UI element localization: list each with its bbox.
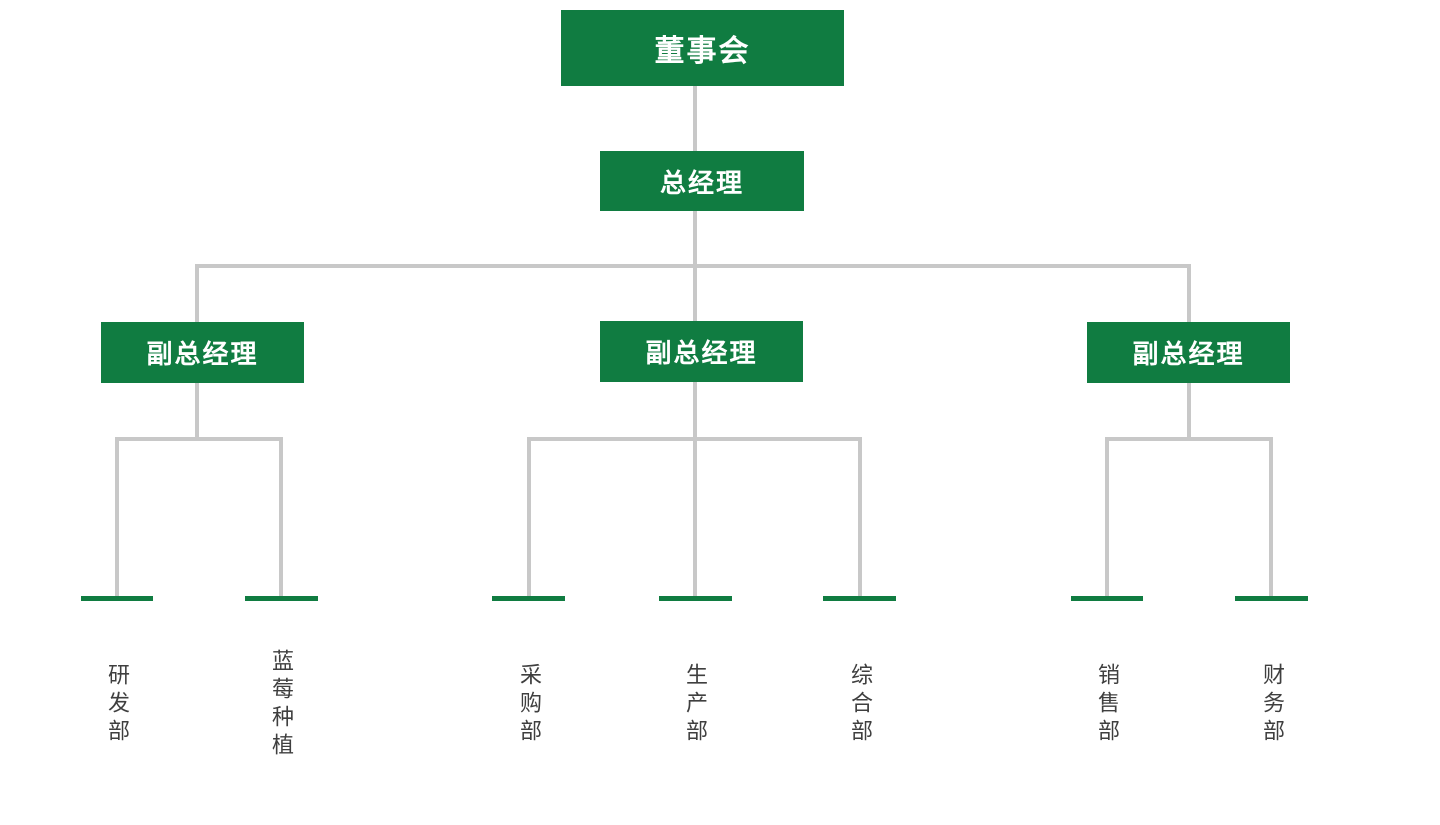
leaf-label-production: 生产部	[683, 663, 708, 747]
connector-group2-child2	[693, 437, 697, 596]
leaf-bar-purchasing	[492, 596, 565, 601]
node-general-manager: 总经理	[600, 151, 804, 211]
leaf-bar-rd-dept	[81, 596, 153, 601]
leaf-bar-blueberry	[245, 596, 318, 601]
leaf-bar-production	[659, 596, 732, 601]
connector-drop-vp2	[693, 264, 697, 321]
leaf-label-purchasing: 采购部	[517, 663, 542, 747]
connector-vp2-down	[693, 382, 697, 439]
connector-vp1-down	[195, 383, 199, 439]
leaf-bar-finance	[1235, 596, 1308, 601]
connector-drop-vp3	[1187, 264, 1191, 322]
connector-group1-child2	[279, 437, 283, 596]
node-board-of-directors: 董事会	[561, 10, 844, 86]
connector-drop-vp1	[195, 264, 199, 322]
leaf-label-blueberry: 蓝莓种植	[269, 649, 294, 761]
leaf-label-general-affairs: 综合部	[848, 663, 873, 747]
leaf-bar-sales	[1071, 596, 1143, 601]
leaf-bar-general-affairs	[823, 596, 896, 601]
node-deputy-manager-3: 副总经理	[1087, 322, 1290, 383]
connector-group1-horizontal	[115, 437, 283, 441]
node-deputy-manager-2: 副总经理	[600, 321, 803, 382]
connector-group3-horizontal	[1105, 437, 1273, 441]
leaf-label-finance: 财务部	[1260, 663, 1285, 747]
connector-vp3-down	[1187, 383, 1191, 439]
node-deputy-manager-1: 副总经理	[101, 322, 304, 383]
connector-board-to-gm	[693, 86, 697, 151]
connector-group2-child3	[858, 437, 862, 596]
leaf-label-sales: 销售部	[1095, 663, 1120, 747]
connector-group1-child1	[115, 437, 119, 596]
connector-group3-child1	[1105, 437, 1109, 596]
leaf-label-rd-dept: 研发部	[105, 663, 130, 747]
connector-group3-child2	[1269, 437, 1273, 596]
connector-gm-down	[693, 211, 697, 266]
connector-group2-child1	[527, 437, 531, 596]
